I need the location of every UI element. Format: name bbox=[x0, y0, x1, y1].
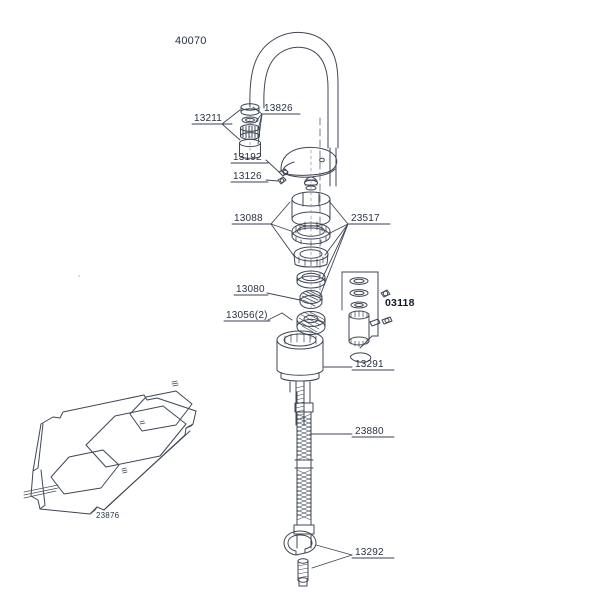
assembly-axis bbox=[249, 117, 312, 341]
callout-13192: 13192 bbox=[233, 152, 262, 163]
hole-right bbox=[129, 390, 193, 432]
spout-gooseneck bbox=[249, 32, 339, 121]
leader-lines bbox=[221, 106, 379, 569]
callout-13292: 13292 bbox=[355, 547, 384, 558]
mounting-hardware bbox=[283, 530, 317, 587]
callout-13291: 13291 bbox=[355, 359, 384, 370]
handle-screw-parts bbox=[277, 168, 289, 185]
valve-kit-parts bbox=[348, 277, 393, 363]
callout-model-number: 40070 bbox=[175, 35, 207, 47]
hole-left bbox=[50, 449, 120, 495]
callout-13211: 13211 bbox=[194, 113, 223, 124]
callout-13056: 13056(2) bbox=[226, 310, 268, 321]
callout-23517: 23517 bbox=[351, 213, 380, 224]
label-rules bbox=[191, 113, 395, 559]
callout-13826: 13826 bbox=[264, 103, 293, 114]
callout-13088: 13088 bbox=[234, 213, 263, 224]
deck-plate bbox=[23, 275, 197, 515]
faucet-body bbox=[276, 330, 324, 393]
braided-hose bbox=[293, 391, 315, 549]
callout-23876: 23876 bbox=[96, 511, 120, 520]
handle bbox=[280, 146, 338, 178]
hole-large bbox=[85, 405, 187, 468]
callout-13080: 13080 bbox=[236, 284, 265, 295]
callout-03118: 03118 bbox=[385, 297, 415, 309]
callout-13126: 13126 bbox=[233, 171, 262, 182]
callout-23880: 23880 bbox=[355, 426, 384, 437]
spout-downtube bbox=[327, 119, 339, 187]
